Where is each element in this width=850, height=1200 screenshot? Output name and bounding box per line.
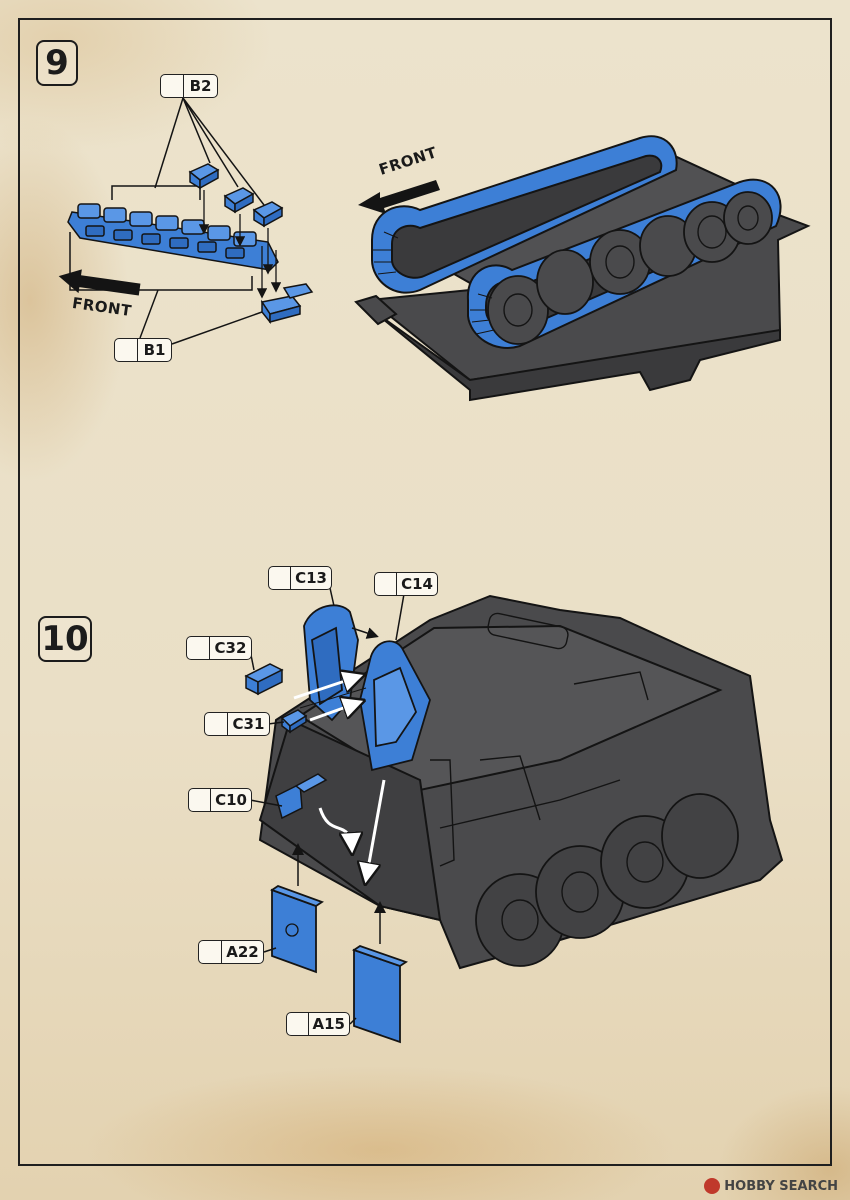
part-label-c13: C13 [268,566,332,590]
checkbox-square [161,75,184,97]
b2-leader-lines [111,97,265,206]
a15-part [351,945,409,1044]
part-code: A15 [312,1015,345,1033]
checkbox-square [205,713,228,735]
track-link-strip [67,203,279,271]
part-code: C31 [232,715,265,733]
c14-part [359,640,431,772]
part-code: C32 [214,639,247,657]
checkbox-square [375,573,398,595]
step-10-badge: 10 [38,616,92,662]
part-code: C14 [401,575,433,593]
hull-with-tracks [354,135,811,402]
part-label-a15: A15 [286,1012,350,1036]
a22-part [270,884,324,974]
checkbox-square [269,567,292,589]
b1-leader-lines [69,232,263,345]
watermark-text: HOBBY SEARCH [724,1178,838,1194]
part-label-c14: C14 [374,572,438,596]
checkbox-square [187,637,210,659]
watermark: HOBBY SEARCH [704,1178,838,1194]
checkbox-square [115,339,138,361]
c32-part [244,663,284,696]
part-code: A22 [226,943,259,961]
step10-assembly-arrows [292,627,386,944]
part-label-b1: B1 [114,338,172,362]
c31-part [280,709,308,734]
b2-install-arrows [198,190,282,299]
part-label-c32: C32 [186,636,252,660]
front-arrow-left-icon [58,269,141,296]
checkbox-square [199,941,222,963]
checkbox-square [189,789,212,811]
step-9-badge: 9 [36,40,78,86]
part-label-a22: A22 [198,940,264,964]
b2-pads [188,163,284,228]
part-label-c10: C10 [188,788,252,812]
part-code: C13 [295,569,327,587]
part-code: B2 [189,77,212,95]
front-arrow-right-icon [358,180,440,214]
page-frame [18,18,832,1166]
c10-part [275,773,328,820]
part-code: B1 [143,341,166,359]
part-code: C10 [215,791,247,809]
hobby-search-logo-icon [704,1178,721,1194]
checkbox-square [287,1013,309,1035]
part-label-b2: B2 [160,74,218,98]
hull-rear [258,594,784,970]
part-label-c31: C31 [204,712,270,736]
b1-parts [260,283,314,325]
